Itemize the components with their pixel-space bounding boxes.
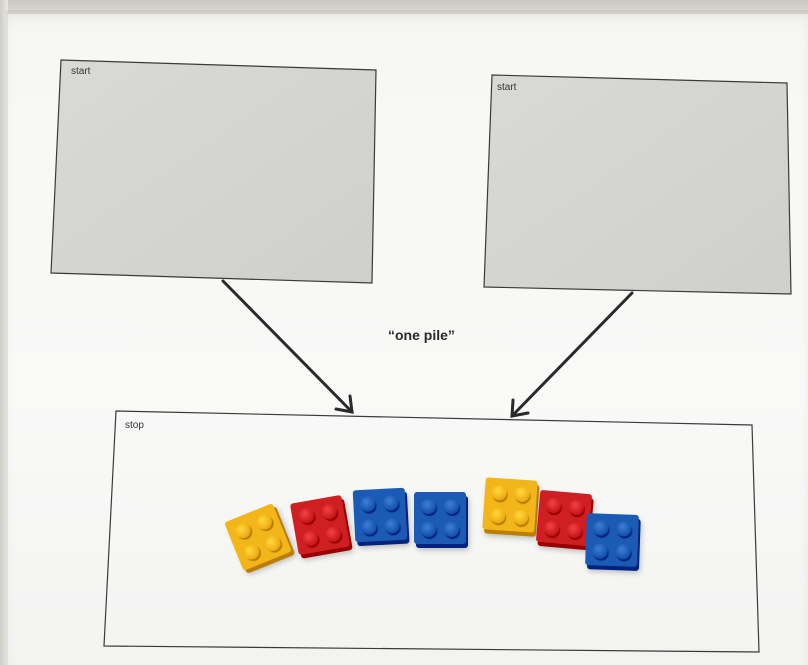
lego-stud <box>360 496 376 512</box>
arrow-left <box>221 279 354 414</box>
start-box-left <box>50 59 377 284</box>
lego-stud <box>593 520 609 536</box>
lego-stud <box>421 522 436 537</box>
stop-label: stop <box>125 420 144 431</box>
lego-brick-blue <box>352 487 408 543</box>
lego-stud <box>297 506 316 525</box>
lego-stud <box>233 520 253 541</box>
lego-stud <box>489 507 506 524</box>
lego-stud <box>361 519 377 535</box>
lego-stud <box>568 499 585 516</box>
lego-stud <box>263 533 283 554</box>
start-box-right <box>483 74 792 295</box>
arrow-right <box>510 291 634 418</box>
lego-stud <box>254 512 275 532</box>
lego-stud <box>615 544 631 560</box>
lego-stud <box>543 520 560 537</box>
lego-brick-yellow <box>482 477 538 533</box>
table-edge-top <box>0 0 808 14</box>
lego-stud <box>491 484 508 501</box>
lego-stud <box>320 502 339 521</box>
lego-stud <box>324 525 343 544</box>
lego-stud <box>566 522 583 539</box>
lego-brick-red <box>535 489 593 547</box>
lego-stud <box>514 486 531 503</box>
lego-brick-red <box>289 494 351 556</box>
lego-stud <box>301 529 320 548</box>
lego-stud <box>616 521 632 537</box>
start-label-right: start <box>497 82 517 93</box>
lego-stud <box>383 495 399 511</box>
one-pile-caption: “one pile” <box>388 327 455 343</box>
lego-stud <box>512 509 529 526</box>
lego-stud <box>592 543 608 559</box>
table-edge-left <box>0 0 8 665</box>
lego-stud <box>421 499 436 514</box>
lego-stud <box>444 522 459 537</box>
start-label-left: start <box>71 66 91 77</box>
lego-stud <box>444 499 459 514</box>
lego-stud <box>384 518 400 534</box>
lego-brick-blue <box>414 492 466 544</box>
stop-box <box>103 410 760 653</box>
lego-stud <box>241 542 262 562</box>
lego-stud <box>545 497 562 514</box>
lego-brick-blue <box>585 513 639 567</box>
